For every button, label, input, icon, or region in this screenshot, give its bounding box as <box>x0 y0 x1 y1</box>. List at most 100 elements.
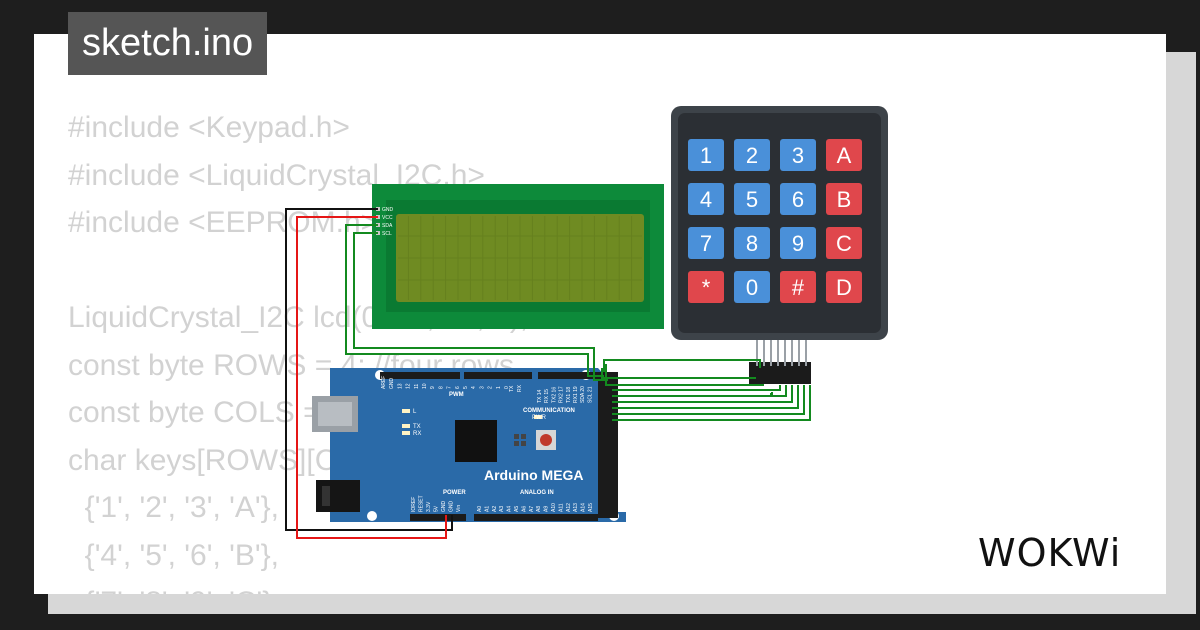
comm-pin-label: SDA 20 <box>580 386 586 403</box>
serial-pin-label: TX <box>509 385 515 392</box>
lcd-pin-label: GND <box>382 207 394 213</box>
led-l-label: L <box>413 409 417 415</box>
analog-pin-label: A8 <box>536 506 542 512</box>
analog-pin-label: A2 <box>492 506 498 512</box>
keypad-key[interactable]: 8 <box>734 227 770 259</box>
keypad-key[interactable]: 9 <box>780 227 816 259</box>
keypad-key-label: 6 <box>792 187 804 212</box>
analog-pin-label: A7 <box>529 506 535 512</box>
comm-pin-label: TX2 16 <box>551 387 557 403</box>
keypad-key-label: D <box>836 275 852 300</box>
code-line: #include <Keypad.h> <box>68 111 350 144</box>
keypad-key-label: 1 <box>700 143 712 168</box>
analog-pin-label: A15 <box>588 503 594 512</box>
analog-pin-label: A1 <box>484 506 490 512</box>
wokwi-logo-text: WOKWi <box>978 531 1121 575</box>
top-pin-label: 11 <box>414 384 420 389</box>
keypad-key[interactable]: # <box>780 271 816 303</box>
code-line: #include <LiquidCrystal_I2C.h> <box>68 158 485 192</box>
lcd-pin-label: SDA <box>382 223 393 229</box>
power-pin-label: GND <box>449 501 455 513</box>
keypad-key[interactable]: 2 <box>734 139 770 171</box>
communication-label: COMMUNICATION <box>523 408 575 414</box>
analog-pin-label: A12 <box>566 503 572 512</box>
keypad-key[interactable]: C <box>826 227 862 259</box>
power-pin-label: 5V <box>434 505 440 512</box>
power-pin-label: Vin <box>456 505 462 512</box>
keypad-key[interactable]: 1 <box>688 139 724 171</box>
keypad-key-label: 7 <box>700 231 712 256</box>
keypad-key-label: B <box>837 187 852 212</box>
keypad-key[interactable]: 3 <box>780 139 816 171</box>
comm-pin-label: RX2 17 <box>559 386 565 403</box>
lcd-pin-label: SCL <box>382 231 392 237</box>
top-pin-label: 10 <box>422 383 428 389</box>
analog-pin-label: A14 <box>581 503 587 512</box>
keypad-key-label: # <box>792 275 805 300</box>
comm-pin-label: TX 14 <box>537 389 543 403</box>
lcd-character-grid <box>398 216 642 300</box>
serial-pin-label: RX <box>517 384 523 392</box>
keypad-key[interactable]: B <box>826 183 862 215</box>
keypad-key-label: 8 <box>746 231 758 256</box>
lcd-pin-label: VCC <box>382 215 393 221</box>
analog-pin-label: A13 <box>573 503 579 512</box>
top-pin-label: 5 <box>463 386 469 389</box>
keypad-key-label: 9 <box>792 231 804 256</box>
analog-pin-label: A10 <box>551 503 557 512</box>
keypad-key-label: 2 <box>746 143 758 168</box>
keypad-key-label: 3 <box>792 143 804 168</box>
top-pin-label: 8 <box>438 386 444 389</box>
keypad-key-label: 4 <box>700 187 712 212</box>
code-line: {'7', '8', '9', 'C'}, <box>68 579 551 594</box>
top-pin-label: 1 <box>496 386 502 389</box>
power-pin-label: 3.3V <box>426 501 432 512</box>
top-pin-label: 13 <box>397 383 403 389</box>
comm-pin-label: RX1 19 <box>573 386 579 403</box>
keypad-key-label: C <box>836 231 852 256</box>
keypad-key[interactable]: 7 <box>688 227 724 259</box>
code-line: {'1', '2', '3', 'A'}, <box>68 491 279 524</box>
top-pin-label: 2 <box>488 386 494 389</box>
top-pin-label: GND <box>389 378 395 390</box>
board-name: Arduino MEGA <box>484 467 584 483</box>
analog-pin-label: A3 <box>499 506 505 512</box>
top-pin-label: 7 <box>447 386 453 389</box>
power-label: POWER <box>443 490 466 496</box>
led-tx-label: TX <box>413 424 421 430</box>
top-pin-label: 4 <box>471 386 477 389</box>
top-pin-label: 3 <box>479 386 485 389</box>
analog-pin-label: A9 <box>544 506 550 512</box>
analog-pin-label: A4 <box>507 506 513 512</box>
power-pin-label: GND <box>441 501 447 513</box>
keypad-key[interactable]: D <box>826 271 862 303</box>
keypad-key[interactable]: 6 <box>780 183 816 215</box>
wires <box>285 208 811 539</box>
top-pin-label: AREF <box>381 376 387 389</box>
analog-pin-label: A0 <box>477 506 483 512</box>
top-pin-label: 6 <box>455 386 461 389</box>
keypad-key-label: * <box>702 275 711 300</box>
analog-in-label: ANALOG IN <box>520 490 554 496</box>
analog-pin-label: A6 <box>521 506 527 512</box>
sketch-title: sketch.ino <box>68 12 268 75</box>
pwm-label: PWM <box>449 392 464 398</box>
keypad-key[interactable]: * <box>688 271 724 303</box>
lcd-display[interactable]: GND VCC SDA SCL <box>372 184 664 329</box>
keypad-key[interactable]: A <box>826 139 862 171</box>
pwr-label: PWR <box>532 415 547 421</box>
comm-pin-label: SCL 21 <box>587 386 593 403</box>
keypad-key[interactable]: 4 <box>688 183 724 215</box>
keypad-key-label: 0 <box>746 275 758 300</box>
mcu-chip <box>455 420 497 462</box>
power-pin-label: RESET <box>419 495 425 512</box>
keypad-key[interactable]: 0 <box>734 271 770 303</box>
comm-pin-label: TX1 18 <box>566 387 572 403</box>
code-line: {'4', '5', '6', 'B'}, <box>68 538 279 572</box>
led-rx-label: RX <box>413 431 421 437</box>
top-pin-label: 9 <box>430 386 436 389</box>
keypad-key[interactable]: 5 <box>734 183 770 215</box>
